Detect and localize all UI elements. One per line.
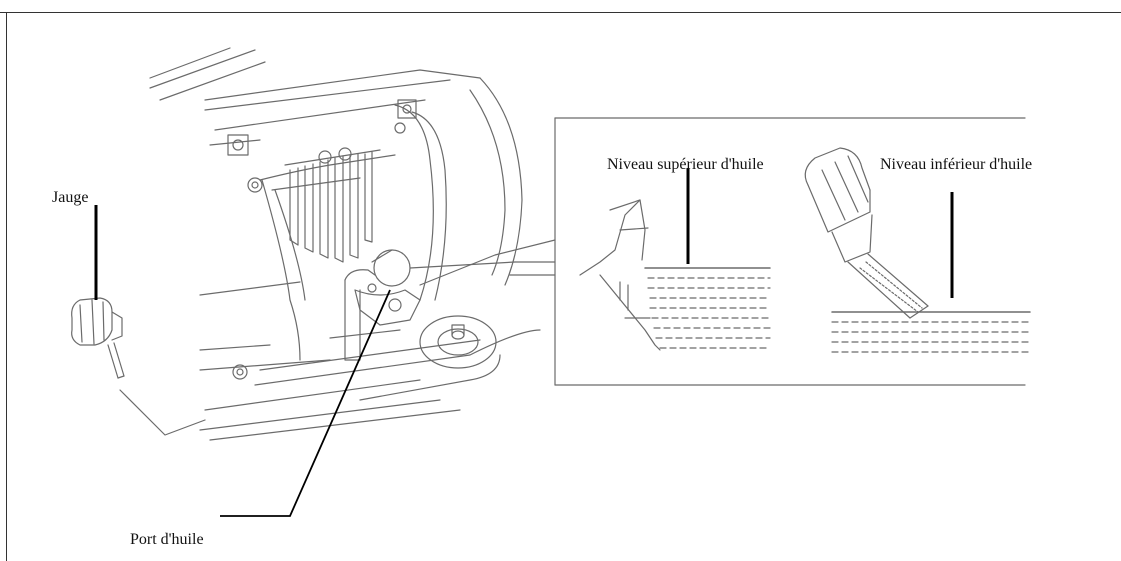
engine-body bbox=[149, 47, 523, 441]
frame-top-border bbox=[0, 12, 1121, 13]
callout-lines bbox=[409, 117, 1026, 386]
label-leaders bbox=[94, 168, 954, 300]
oil-port-label: Port d'huile bbox=[130, 531, 204, 548]
dipstick-label: Jauge bbox=[52, 189, 89, 206]
upper-level-inset bbox=[579, 199, 771, 351]
lower-oil-level-label: Niveau inférieur d'huile bbox=[880, 156, 1033, 173]
lower-level-inset bbox=[804, 147, 1031, 353]
oil-port-assembly bbox=[232, 249, 541, 401]
upper-oil-level-label: Niveau supérieur d'huile bbox=[607, 156, 764, 173]
dipstick-drawing bbox=[71, 297, 206, 436]
oil-port-leader bbox=[220, 289, 391, 517]
cooling-fins bbox=[284, 147, 381, 263]
frame-left-border bbox=[6, 12, 7, 561]
